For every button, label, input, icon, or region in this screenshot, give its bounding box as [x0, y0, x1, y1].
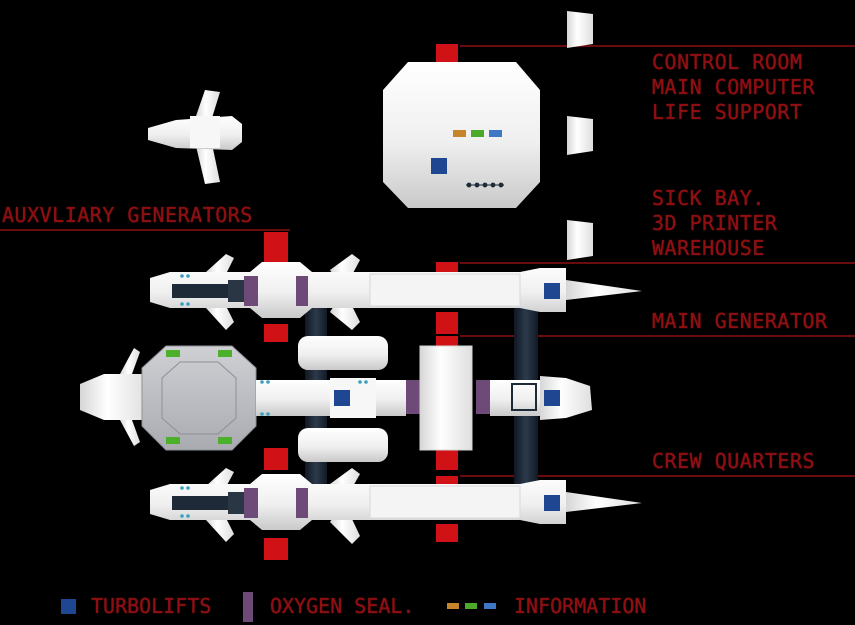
connector-spine-a [436, 312, 458, 334]
label-life-support: LIFE SUPPORT [652, 100, 803, 124]
label-main-generator: MAIN GENERATOR [652, 309, 828, 333]
lower-hull [150, 468, 642, 544]
legend-info-blue [484, 603, 496, 609]
connector-aux-top [264, 232, 288, 262]
legend-oxygen-seal-swatch [243, 592, 253, 622]
connector-spine-c [436, 448, 458, 470]
connector-upper-spine [436, 262, 458, 274]
connector-spine-b [436, 336, 458, 346]
main-pod [141, 345, 257, 451]
middle-hull [80, 336, 592, 462]
turbolift-control [431, 158, 447, 174]
label-crew-quarters: CREW QUARTERS [652, 449, 816, 473]
legend-info-orange [447, 603, 459, 609]
label-sick-bay: SICK BAY. [652, 186, 765, 210]
legend-turbolifts: TURBOLIFTS [91, 594, 212, 618]
upper-hull [150, 254, 642, 330]
label-main-computer: MAIN COMPUTER [652, 75, 816, 99]
legend-turbolift-swatch [61, 599, 76, 614]
legend-markers [61, 592, 496, 622]
connector-aux-bottom [264, 448, 288, 470]
label-control-room: CONTROL ROOM [652, 50, 803, 74]
turbolift-lower [544, 495, 560, 511]
red-connectors [264, 44, 458, 560]
label-3d-printer: 3D PRINTER [652, 211, 778, 235]
wedge-top [567, 11, 593, 48]
legend-oxygen-seal: OXYGEN SEAL. [270, 594, 415, 618]
info-orange [453, 130, 466, 137]
legend-info-green [465, 603, 477, 609]
connector-spine-d [436, 476, 458, 486]
connector-aux-top-lower [264, 324, 288, 342]
connector-aux-bottom-lower [264, 538, 288, 560]
turbolift-upper [544, 283, 560, 299]
wedge-lower [567, 220, 593, 260]
pod-green-lights [166, 350, 232, 444]
connector-top [436, 44, 458, 64]
info-green [471, 130, 484, 137]
label-warehouse: WAREHOUSE [652, 236, 765, 260]
wedge-middle [567, 116, 593, 155]
shuttle-craft [148, 90, 242, 184]
label-auxiliary-generators: AUXVLIARY GENERATORS [2, 203, 253, 227]
antenna-wedges [567, 11, 593, 260]
turbolift-middle-left [334, 390, 350, 406]
connector-bottom [436, 524, 458, 542]
info-blue [489, 130, 502, 137]
legend-information: INFORMATION [514, 594, 647, 618]
control-module [383, 62, 540, 208]
turbolift-middle-right [544, 390, 560, 406]
